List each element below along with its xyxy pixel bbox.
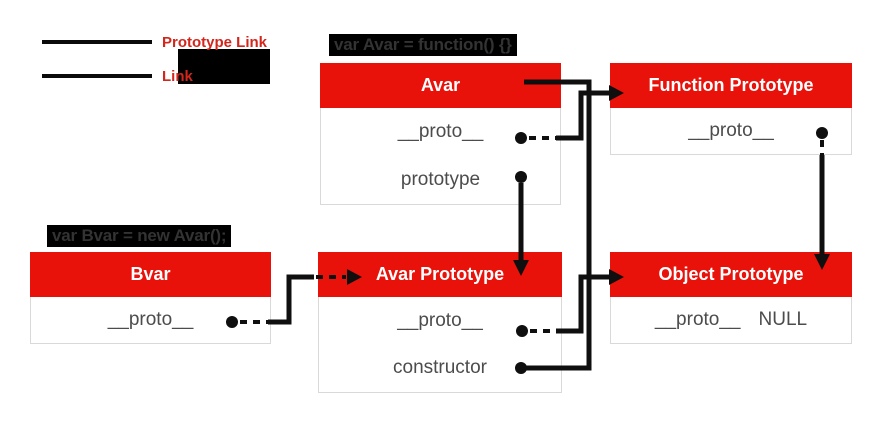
- node-object-prototype-proto-label: __proto__: [654, 309, 741, 330]
- node-avar-prototype-row-proto: __proto__: [397, 309, 483, 331]
- node-avar-row-prototype: prototype: [400, 169, 481, 190]
- legend-label-prototype-link: Prototype Link: [162, 34, 268, 51]
- node-avar-prototype-row-constructor: constructor: [393, 357, 487, 379]
- node-object-prototype-title: Object Prototype: [610, 252, 852, 297]
- node-object-prototype: Object Prototype __proto__ NULL: [610, 252, 852, 344]
- node-bvar-body: __proto__: [30, 297, 271, 344]
- node-avar-row-proto: __proto__: [397, 121, 484, 142]
- node-object-prototype-row-proto: __proto__ NULL: [611, 297, 851, 343]
- node-object-prototype-body: __proto__ NULL: [610, 297, 852, 344]
- node-avar-body: __proto__ prototype: [320, 108, 561, 205]
- node-avar: Avar __proto__ prototype: [320, 63, 561, 205]
- node-function-prototype-body: __proto__: [610, 108, 852, 155]
- node-function-prototype-row-proto: __proto__: [688, 120, 774, 141]
- node-object-prototype-proto-value: NULL: [758, 309, 808, 330]
- node-avar-prototype: Avar Prototype __proto__ constructor: [318, 252, 562, 393]
- node-bvar-row-proto: __proto__: [107, 309, 194, 330]
- prototype-link-line-sample: [42, 40, 152, 44]
- link-line-sample: [42, 74, 152, 78]
- node-bvar-title: Bvar: [30, 252, 271, 297]
- code-badge-bvar-declaration: var Bvar = new Avar();: [47, 225, 232, 247]
- node-function-prototype: Function Prototype __proto__: [610, 63, 852, 155]
- node-bvar: Bvar __proto__: [30, 252, 271, 344]
- node-avar-prototype-title: Avar Prototype: [318, 252, 562, 297]
- node-avar-prototype-body: __proto__ constructor: [318, 297, 562, 393]
- node-function-prototype-title: Function Prototype: [610, 63, 852, 108]
- legend-label-link: Link: [162, 68, 193, 85]
- code-badge-avar-declaration: var Avar = function() {}: [329, 34, 517, 56]
- node-avar-title: Avar: [320, 63, 561, 108]
- legend-black-box: [178, 49, 270, 84]
